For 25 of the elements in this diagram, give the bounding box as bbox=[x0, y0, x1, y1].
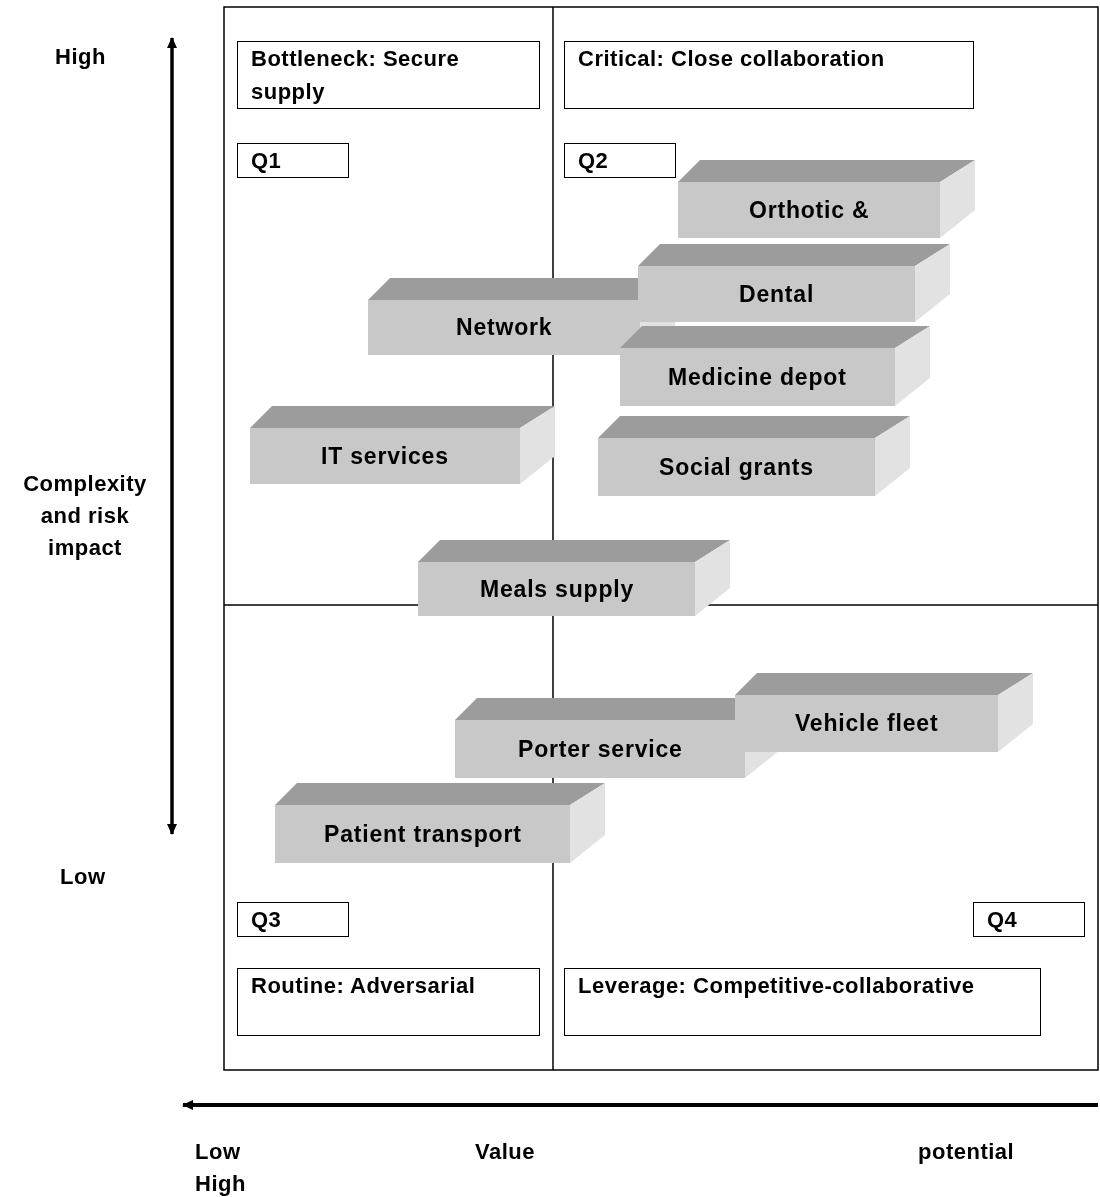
block-label: Medicine depot bbox=[668, 364, 847, 391]
axis-title: Complexity and risk impact bbox=[22, 470, 148, 562]
category-label: Routine: Adversarial bbox=[237, 968, 540, 1036]
block-label: Network bbox=[456, 314, 553, 341]
category-label: Critical: Close collaboration bbox=[564, 41, 974, 109]
block-label: Meals supply bbox=[480, 576, 635, 603]
quadrant-tag: Q3 bbox=[237, 902, 349, 937]
axis-label: High bbox=[195, 1170, 246, 1197]
quadrant-tag: Q4 bbox=[973, 902, 1085, 937]
block-label: IT services bbox=[321, 443, 449, 470]
block-label: Orthotic & bbox=[749, 197, 870, 224]
quadrant-tag: Q1 bbox=[237, 143, 349, 178]
quadrant-tag: Q2 bbox=[564, 143, 676, 178]
block-label: Porter service bbox=[518, 736, 683, 763]
block-label: Social grants bbox=[659, 454, 814, 481]
axis-title: potential bbox=[918, 1138, 1015, 1166]
block-label: Vehicle fleet bbox=[795, 710, 939, 737]
axis-title: Value bbox=[475, 1138, 535, 1166]
category-label: Leverage: Competitive-collaborative bbox=[564, 968, 1041, 1036]
block-label: Dental bbox=[739, 281, 815, 308]
block-label: Patient transport bbox=[324, 821, 522, 848]
category-label: Bottleneck: Secure supply bbox=[237, 41, 540, 109]
axis-label: Low bbox=[195, 1138, 241, 1166]
axis-label: High bbox=[55, 43, 106, 71]
axis-label: Low bbox=[60, 863, 106, 891]
